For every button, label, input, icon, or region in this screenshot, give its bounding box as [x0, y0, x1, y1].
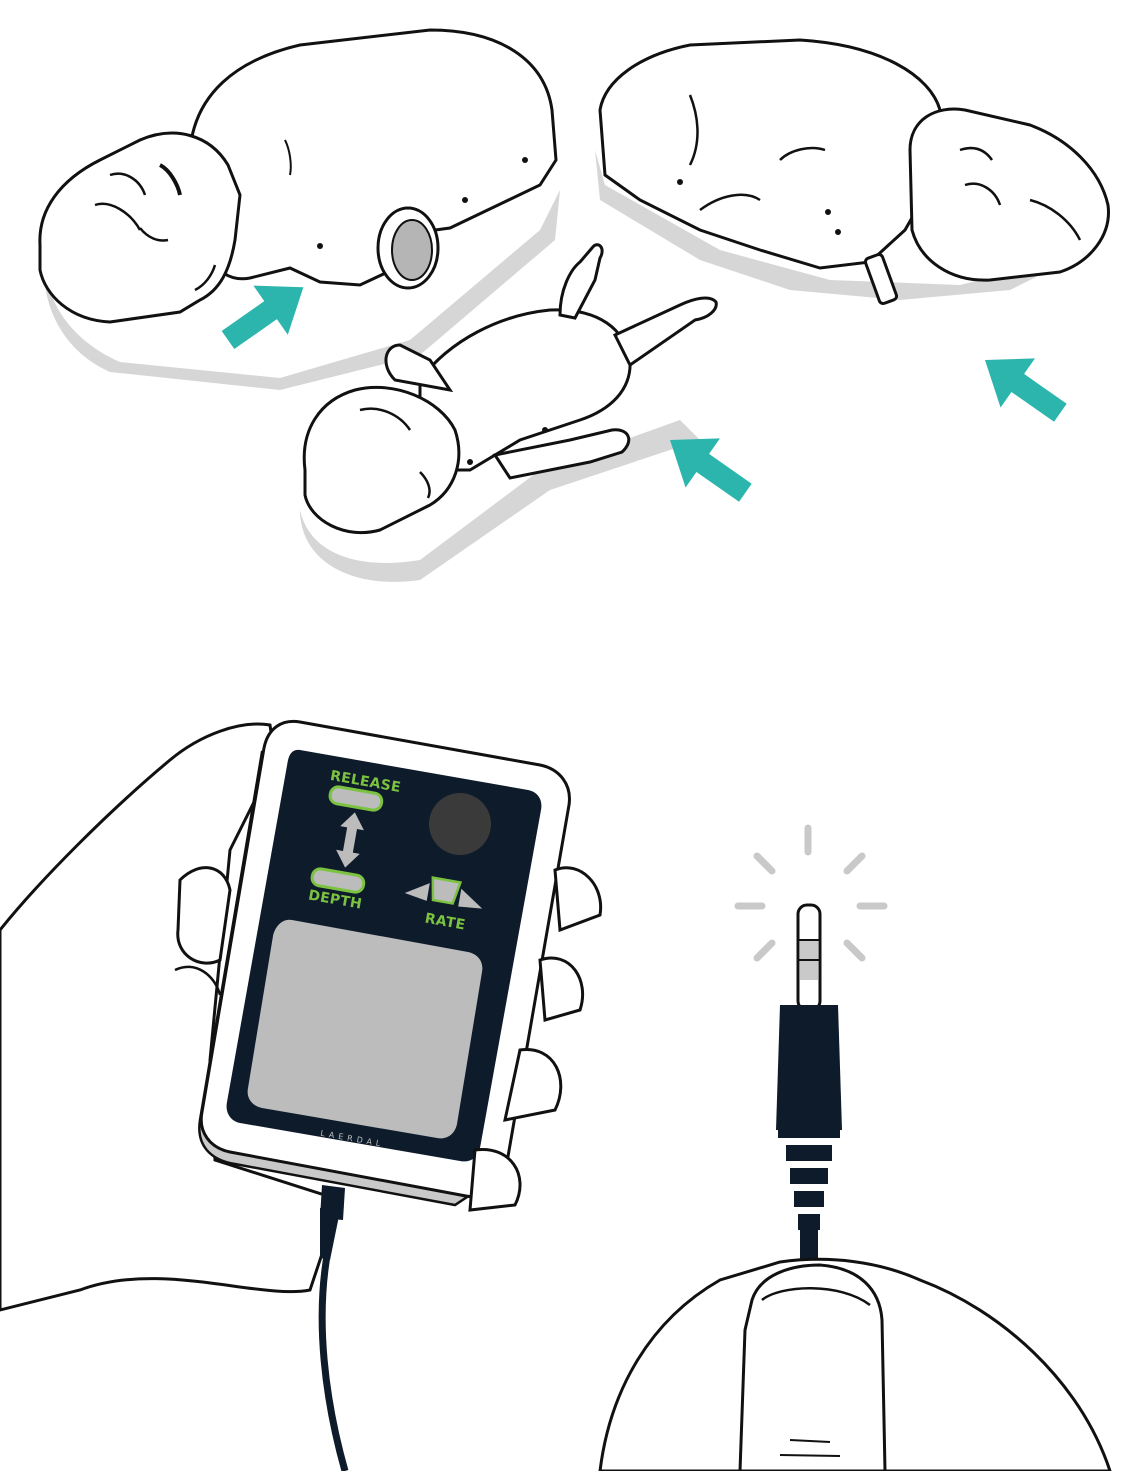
connect-arrow-icon — [211, 263, 321, 365]
feedback-device: RELEASE DEPTH RATE LAERDAL — [201, 721, 569, 1196]
connect-arrow-icon — [968, 335, 1078, 437]
infant-manikin — [300, 245, 716, 582]
plug-hand — [600, 1259, 1110, 1471]
device-cable — [320, 1185, 345, 1471]
status-light-icon — [429, 793, 491, 855]
child-manikin — [595, 40, 1108, 305]
audio-plug — [776, 905, 842, 1285]
